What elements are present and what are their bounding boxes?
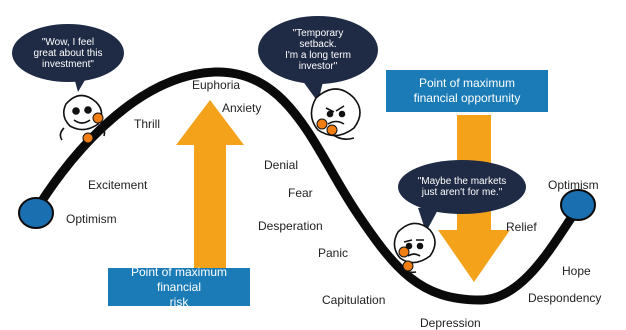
stage-label-optimism-right: Optimism (548, 178, 599, 192)
stage-label-euphoria: Euphoria (192, 78, 241, 92)
box-text: Point of maximum financial risk (130, 264, 228, 309)
stage-label-despondency: Despondency (528, 291, 602, 305)
bubble-text: "Maybe the markets just aren't for me." (417, 176, 507, 198)
cartoon-investor-icon (59, 94, 106, 141)
figure-dot (326, 124, 338, 136)
end-point-dot (560, 189, 596, 221)
up-arrow (176, 100, 244, 272)
stage-label-panic: Panic (318, 246, 349, 260)
stage-label-desperation: Desperation (258, 219, 323, 233)
stage-label-relief: Relief (506, 220, 537, 234)
figure-dot (82, 132, 94, 144)
stage-label-optimism-left: Optimism (66, 212, 117, 226)
stage-label-thrill: Thrill (134, 117, 160, 131)
bubble-text: "Wow, I feel great about this investment… (33, 36, 103, 70)
start-point-dot (18, 197, 54, 229)
box-text: Point of maximum financial opportunity (413, 76, 521, 105)
stage-label-hope: Hope (562, 264, 591, 278)
stage-label-anxiety: Anxiety (222, 101, 262, 115)
stage-label-excitement: Excitement (88, 178, 148, 192)
bubble-text: "Temporary setback. I'm a long term inve… (285, 28, 351, 72)
max-opportunity-box: Point of maximum financial opportunity (386, 70, 548, 112)
stage-label-capitulation: Capitulation (322, 293, 386, 307)
bubble-tail-markets (418, 206, 440, 232)
cycle-curve (30, 67, 585, 305)
stage-label-fear: Fear (288, 186, 313, 200)
speech-bubble-markets: "Maybe the markets just aren't for me." (398, 160, 526, 214)
speech-bubble-euphoria: "Wow, I feel great about this investment… (12, 24, 124, 82)
figure-dot (402, 260, 414, 272)
figure-dot (316, 118, 328, 130)
figure-dot (92, 112, 104, 124)
stage-label-depression: Depression (420, 316, 481, 330)
figure-dot (398, 246, 410, 258)
speech-bubble-setback: "Temporary setback. I'm a long term inve… (258, 16, 378, 84)
max-risk-box: Point of maximum financial risk (108, 265, 250, 309)
stage-label-denial: Denial (264, 158, 299, 172)
